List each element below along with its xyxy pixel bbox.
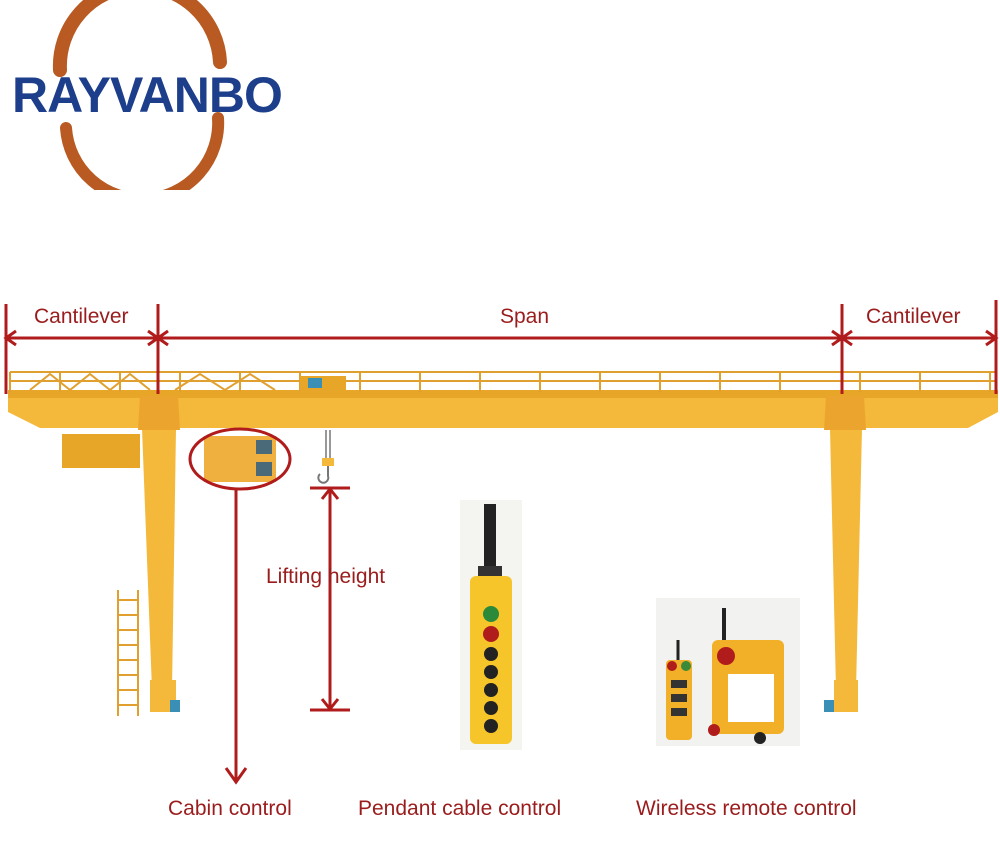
span-label: Span <box>500 305 550 328</box>
left-cantilever-label: Cantilever <box>34 305 129 328</box>
cabin-control-arrow <box>224 488 248 785</box>
lifting-height-label: Lifting height <box>266 565 386 588</box>
wireless-remote-image <box>656 598 800 746</box>
cabin-control-label: Cabin control <box>168 797 292 820</box>
logo-text: RAYVANBO <box>12 67 283 123</box>
pendant-control-image <box>460 500 522 750</box>
right-leg <box>824 396 866 712</box>
crane-girder <box>8 371 998 428</box>
lifting-height-indicator <box>310 486 350 712</box>
left-leg <box>62 396 180 716</box>
cabin-highlight-ellipse <box>188 427 292 491</box>
hook <box>317 430 334 484</box>
wireless-control-label: Wireless remote control <box>636 797 857 820</box>
pendant-control-label: Pendant cable control <box>358 797 562 820</box>
cabin <box>188 427 292 491</box>
dimension-lines <box>3 300 999 394</box>
right-cantilever-label: Cantilever <box>866 305 961 328</box>
